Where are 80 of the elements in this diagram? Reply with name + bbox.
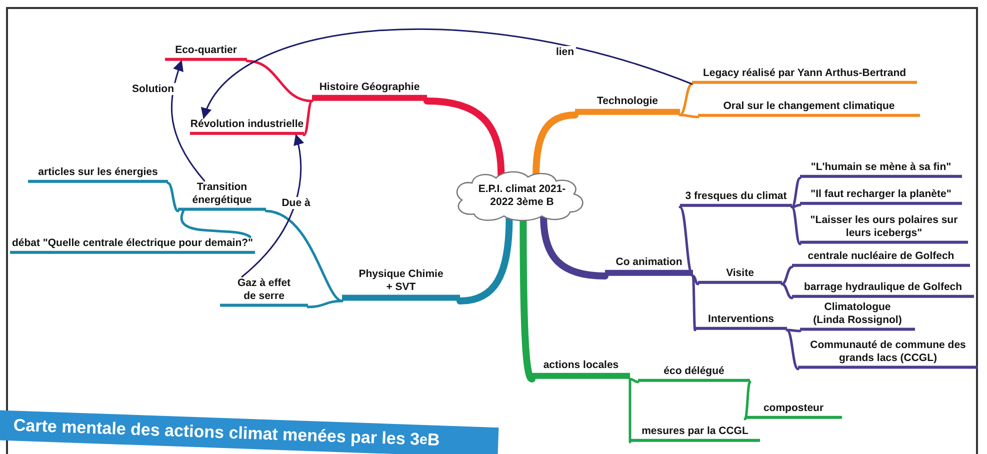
arrow	[202, 28, 693, 119]
branch-label: barrage hydraulique de Golfech	[804, 280, 962, 294]
branch-line	[678, 206, 694, 278]
branch-line	[692, 274, 696, 332]
branch-label: mesures par la CCGL	[642, 424, 748, 438]
branch-node	[312, 80, 427, 101]
branch-node	[745, 402, 842, 419]
branch-node	[792, 250, 970, 267]
branch-node	[165, 44, 247, 61]
branch-label: "Il faut recharger la planète"	[810, 188, 952, 201]
branch-node	[28, 166, 168, 183]
branch-line	[780, 266, 794, 286]
branch-label: Visite	[726, 266, 754, 280]
branch-line	[678, 114, 700, 118]
branch-line	[628, 378, 632, 444]
branch-label: Climatologue (Linda Rossignol)	[812, 300, 903, 327]
edge-label: Due à	[280, 197, 312, 209]
branch-line	[246, 60, 314, 102]
branch-line	[180, 210, 252, 238]
branch-node	[800, 188, 962, 205]
branch-line	[678, 82, 694, 116]
branch-node	[698, 100, 920, 117]
branch-label: Communauté de commune des grands lacs (CCGL)	[809, 338, 967, 365]
branch-line	[790, 176, 802, 208]
branch-node	[638, 364, 750, 382]
branch-line	[264, 210, 344, 302]
branch-node	[800, 300, 915, 331]
branch-node	[178, 180, 266, 211]
branch-node	[800, 214, 968, 244]
branch-line	[790, 204, 802, 208]
branch-line	[166, 182, 180, 212]
branch-line	[302, 100, 314, 136]
branch-label: Histoire Géographie	[319, 80, 420, 94]
branch-node	[220, 276, 308, 307]
branch-node	[798, 338, 978, 369]
branch-label: centrale nucléaire de Golfech	[808, 250, 954, 263]
branch-node	[695, 312, 787, 330]
branch-line	[786, 328, 802, 332]
branch-label: Co animation	[616, 256, 682, 269]
branch-label: composteur	[763, 402, 824, 415]
branch-node	[680, 190, 792, 207]
branch-label: "Laisser les ours polaires sur leurs icebergs"	[809, 214, 959, 240]
branch-label: Révolution industrielle	[190, 118, 304, 131]
branch-label: Oral sur le changement climatique	[723, 100, 895, 113]
branch-node	[10, 236, 255, 254]
branch-node	[630, 424, 760, 442]
branch-line	[306, 300, 344, 308]
branch-node	[532, 358, 630, 379]
branch-line	[692, 274, 700, 286]
branch-line	[744, 380, 752, 420]
branch-node	[692, 66, 917, 84]
edge-label: lien	[554, 46, 576, 58]
branch-label: Eco-quartier	[175, 44, 237, 57]
branch-label: actions locales	[543, 358, 619, 372]
branch-label: éco délégué	[664, 364, 724, 378]
arrow	[170, 60, 206, 182]
branch-label: Technologie	[596, 94, 658, 108]
branch-label: Gaz à effet de serre	[236, 276, 292, 303]
branch-node	[190, 118, 304, 135]
branch-label: Legacy réalisé par Yann Arthus-Bertrand	[702, 66, 906, 80]
branch-line	[786, 328, 800, 370]
branch-line	[780, 282, 794, 300]
branch-label: "L'humain se mène à sa fin"	[810, 160, 952, 174]
branch-label: Transition énergétique	[191, 180, 253, 207]
branch-node	[792, 280, 974, 298]
edge-label: Solution	[130, 83, 176, 95]
topic-text: E.P.I. climat 2021-2022 3ème B	[477, 182, 567, 210]
branch-label: Interventions	[708, 312, 774, 326]
branch-label: 3 fresques du climat	[685, 190, 787, 203]
branch-label: articles sur les énergies	[38, 166, 158, 179]
branch-line	[628, 378, 640, 384]
branch-node	[575, 94, 680, 115]
branch-node	[698, 266, 782, 284]
branch-node	[605, 256, 693, 276]
branch-label: débat "Quelle centrale électrique pour demain?"	[12, 236, 254, 250]
branch-line	[790, 206, 802, 246]
arrow	[241, 134, 304, 278]
branch-label: Physique Chimie + SVT	[358, 268, 444, 294]
branch-node	[800, 160, 962, 178]
branch-node	[342, 268, 460, 301]
